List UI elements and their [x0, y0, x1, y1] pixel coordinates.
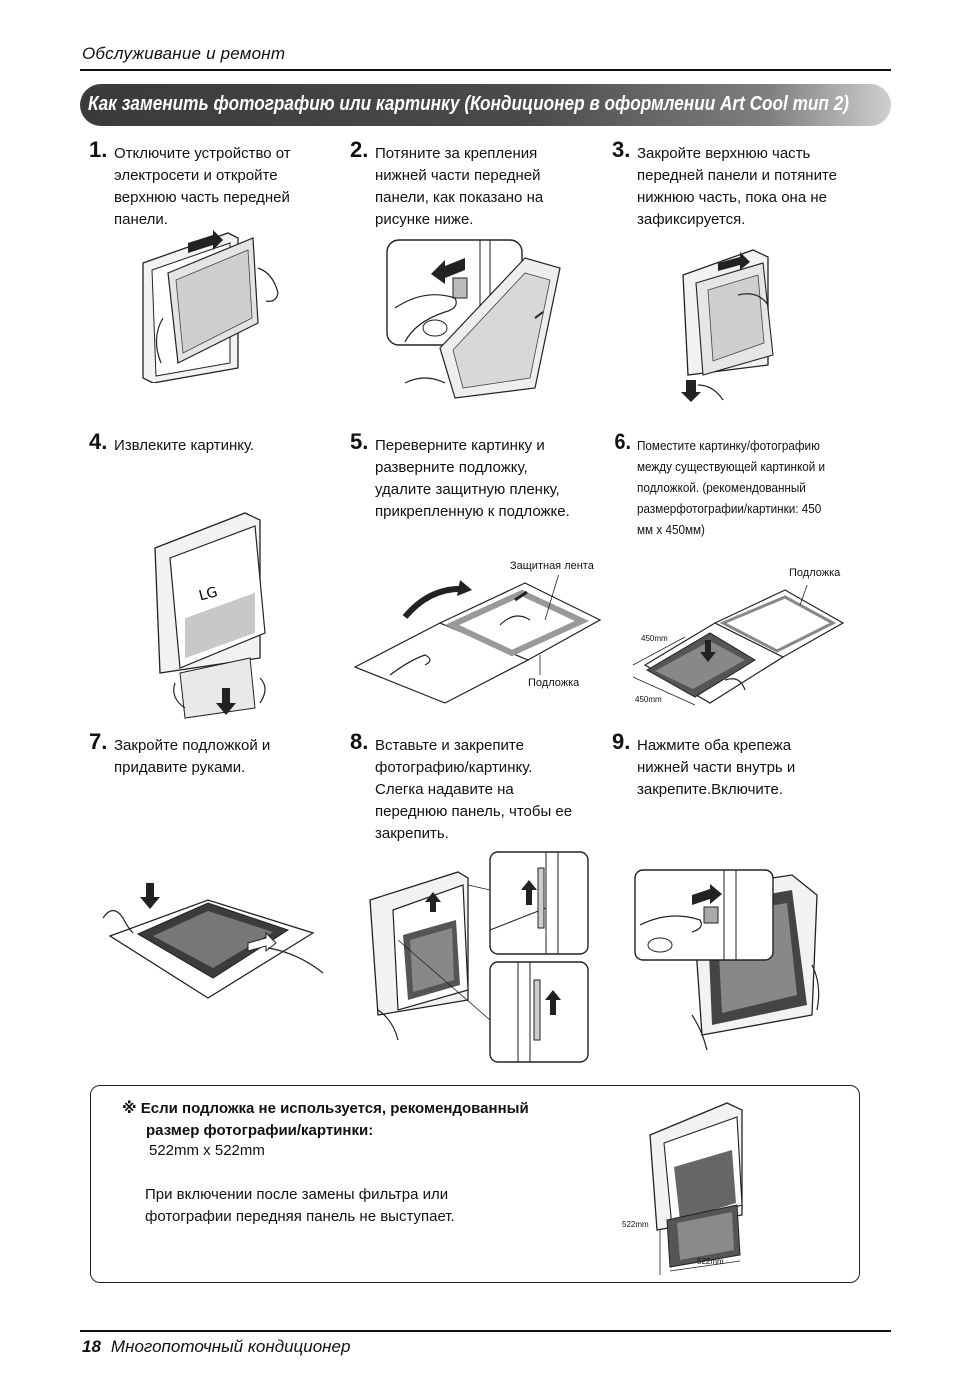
header-rule [80, 69, 891, 71]
step-text-line: придавите руками. [114, 759, 246, 776]
step-7: 7. Закройте подложкой и придавите руками… [89, 731, 344, 779]
step-text-line: Нажмите оба крепежа [637, 737, 792, 754]
step-text-line: между существующей картинкой и [637, 459, 826, 474]
step-text-line: Закройте подложкой и [114, 737, 271, 754]
illustration-step-6 [632, 585, 845, 706]
illustration-note [649, 1102, 743, 1275]
section-title: Обслуживание и ремонт [82, 44, 286, 63]
step-text-line: Извлеките картинку. [114, 437, 255, 454]
step-3: 3. Закройте верхнюю часть передней панел… [612, 139, 867, 231]
step-text-line: электросети и откройте [114, 167, 278, 184]
step-text-line: разверните подложку, [375, 459, 528, 476]
step-5: 5. Переверните картинку и разверните под… [350, 431, 605, 523]
footer-title: Многопоточный кондиционер [110, 1337, 351, 1356]
step-text-line: прикрепленную к подложке. [375, 503, 570, 520]
step-9: 9. Нажмите оба крепежа нижней части внут… [612, 731, 867, 801]
step-number: 2. [350, 137, 369, 162]
step-number: 5. [350, 429, 369, 454]
label-backing-2: Подложка [789, 567, 841, 579]
step-text-line: Переверните картинку и [375, 437, 545, 454]
step-6: 6. Поместите картинку/фотографию между с… [615, 431, 867, 540]
page-number: 18 [82, 1337, 101, 1356]
step-text-line: удалите защитную пленку, [375, 481, 560, 498]
note-heading: ※ Если подложка не используется, рекомен… [122, 1098, 529, 1142]
label-backing: Подложка [528, 677, 580, 689]
step-number: 4. [89, 429, 108, 454]
note-text-line: При включении после замены фильтра или [145, 1186, 449, 1203]
svg-text:LG: LG [197, 584, 219, 604]
title-banner: Как заменить фотографию или картинку (Ко… [80, 84, 891, 126]
step-text-line: закрепите.Включите. [637, 781, 783, 798]
step-text-line: Потяните за крепления [375, 145, 538, 162]
step-text-line: закрепить. [375, 825, 449, 842]
illustration-step-9 [634, 869, 820, 1051]
note-box [90, 1085, 860, 1283]
step-number: 1. [89, 137, 108, 162]
note-heading-line: ※ Если подложка не используется, рекомен… [122, 1100, 529, 1117]
note-text-line: фотографии передняя панель не выступает. [145, 1208, 455, 1225]
step-text-line: передней панели и потяните [637, 167, 838, 184]
page-title: Как заменить фотографию или картинку (Ко… [88, 93, 849, 115]
step-text-line: Закройте верхнюю часть [637, 145, 811, 162]
step-text-line: размерфотографии/картинки: 450 [637, 501, 822, 516]
step-text-line: мм x 450мм) [637, 522, 705, 537]
illustration-step-5 [353, 575, 602, 704]
step-text-line: нижней части внутрь и [637, 759, 796, 776]
step-text-line: Поместите картинку/фотографию [637, 438, 820, 453]
label-dim-450-top: 450mm [641, 634, 668, 643]
label-dim-522-bottom: 522mm [697, 1257, 724, 1266]
step-2: 2. Потяните за крепления нижней части пе… [350, 139, 605, 231]
illustration-step-2 [386, 239, 561, 399]
illustration-step-1 [142, 230, 279, 383]
step-text-line: нижнюю часть, пока она не [637, 189, 827, 206]
step-number: 9. [612, 729, 631, 754]
step-number: 6. [614, 429, 632, 454]
step-text-line: нижней части передней [375, 167, 541, 184]
footer-rule [80, 1330, 891, 1332]
label-dim-522-side: 522mm [622, 1220, 649, 1229]
note-heading-line: размер фотографии/картинки: [146, 1122, 374, 1139]
step-4: 4. Извлеките картинку. [89, 431, 344, 457]
footer: 18 Многопоточный кондиционер [82, 1337, 350, 1357]
step-text-line: рисунке ниже. [375, 211, 474, 228]
note-size: 522mm x 522mm [149, 1142, 265, 1159]
illustration-step-3 [681, 249, 774, 402]
step-number: 7. [89, 729, 108, 754]
illustration-step-8 [369, 851, 589, 1063]
step-text-line: панели. [114, 211, 168, 228]
label-dim-450-bottom: 450mm [635, 695, 662, 704]
step-text-line: фотографию/картинку. [375, 759, 533, 776]
step-number: 3. [612, 137, 631, 162]
step-text-line: верхнюю часть передней [114, 189, 290, 206]
step-text-line: Вставьте и закрепите [375, 737, 524, 754]
label-protective-tape: Защитная лента [510, 560, 594, 572]
step-text-line: Слегка надавите на [375, 781, 514, 798]
step-text-line: Отключите устройство от [114, 145, 291, 162]
step-text-line: панели, как показано на [375, 189, 544, 206]
step-text-line: зафиксируется. [637, 211, 746, 228]
illustration-step-4: LG [154, 512, 266, 719]
step-text-line: подложкой. (рекомендованный [637, 480, 806, 495]
illustration-step-7 [102, 883, 324, 999]
step-text-line: переднюю панель, чтобы ее [375, 803, 573, 820]
step-8: 8. Вставьте и закрепите фотографию/карти… [350, 731, 605, 845]
step-1: 1. Отключите устройство от электросети и… [89, 139, 344, 231]
step-number: 8. [350, 729, 369, 754]
